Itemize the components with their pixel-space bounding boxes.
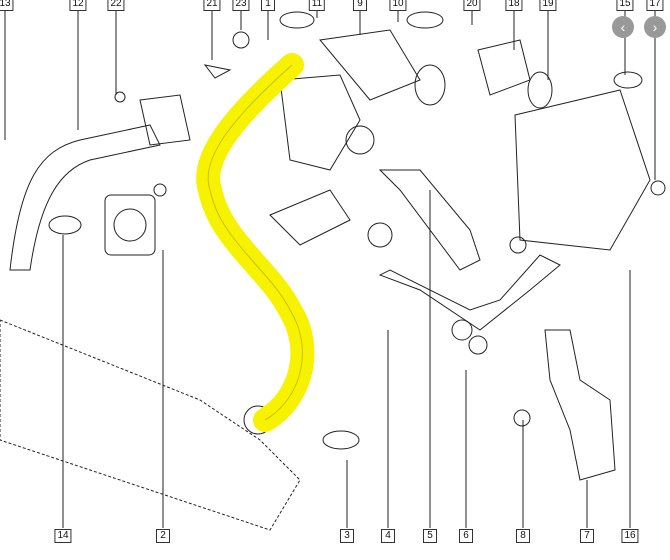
label-2: 2: [156, 529, 170, 543]
highlighted-hose: [196, 53, 315, 432]
label-10: 10: [389, 0, 407, 11]
label-5: 5: [423, 529, 437, 543]
label-3: 3: [340, 529, 354, 543]
label-21: 21: [203, 0, 221, 11]
label-8: 8: [516, 529, 530, 543]
label-22: 22: [107, 0, 125, 11]
label-9: 9: [353, 0, 367, 11]
label-18: 18: [505, 0, 523, 11]
chevron-right-icon[interactable]: ›: [644, 16, 666, 38]
label-11: 11: [308, 0, 326, 11]
label-23: 23: [232, 0, 250, 11]
chevron-left-icon[interactable]: ‹: [612, 16, 634, 38]
label-14: 14: [54, 529, 72, 543]
label-7: 7: [580, 529, 594, 543]
label-17: 17: [646, 0, 664, 11]
label-19: 19: [539, 0, 557, 11]
label-20: 20: [463, 0, 481, 11]
label-4: 4: [381, 529, 395, 543]
label-6: 6: [459, 529, 473, 543]
label-13: 13: [0, 0, 14, 11]
label-16: 16: [621, 529, 639, 543]
label-12: 12: [69, 0, 87, 11]
label-1: 1: [261, 0, 275, 11]
label-15: 15: [616, 0, 634, 11]
